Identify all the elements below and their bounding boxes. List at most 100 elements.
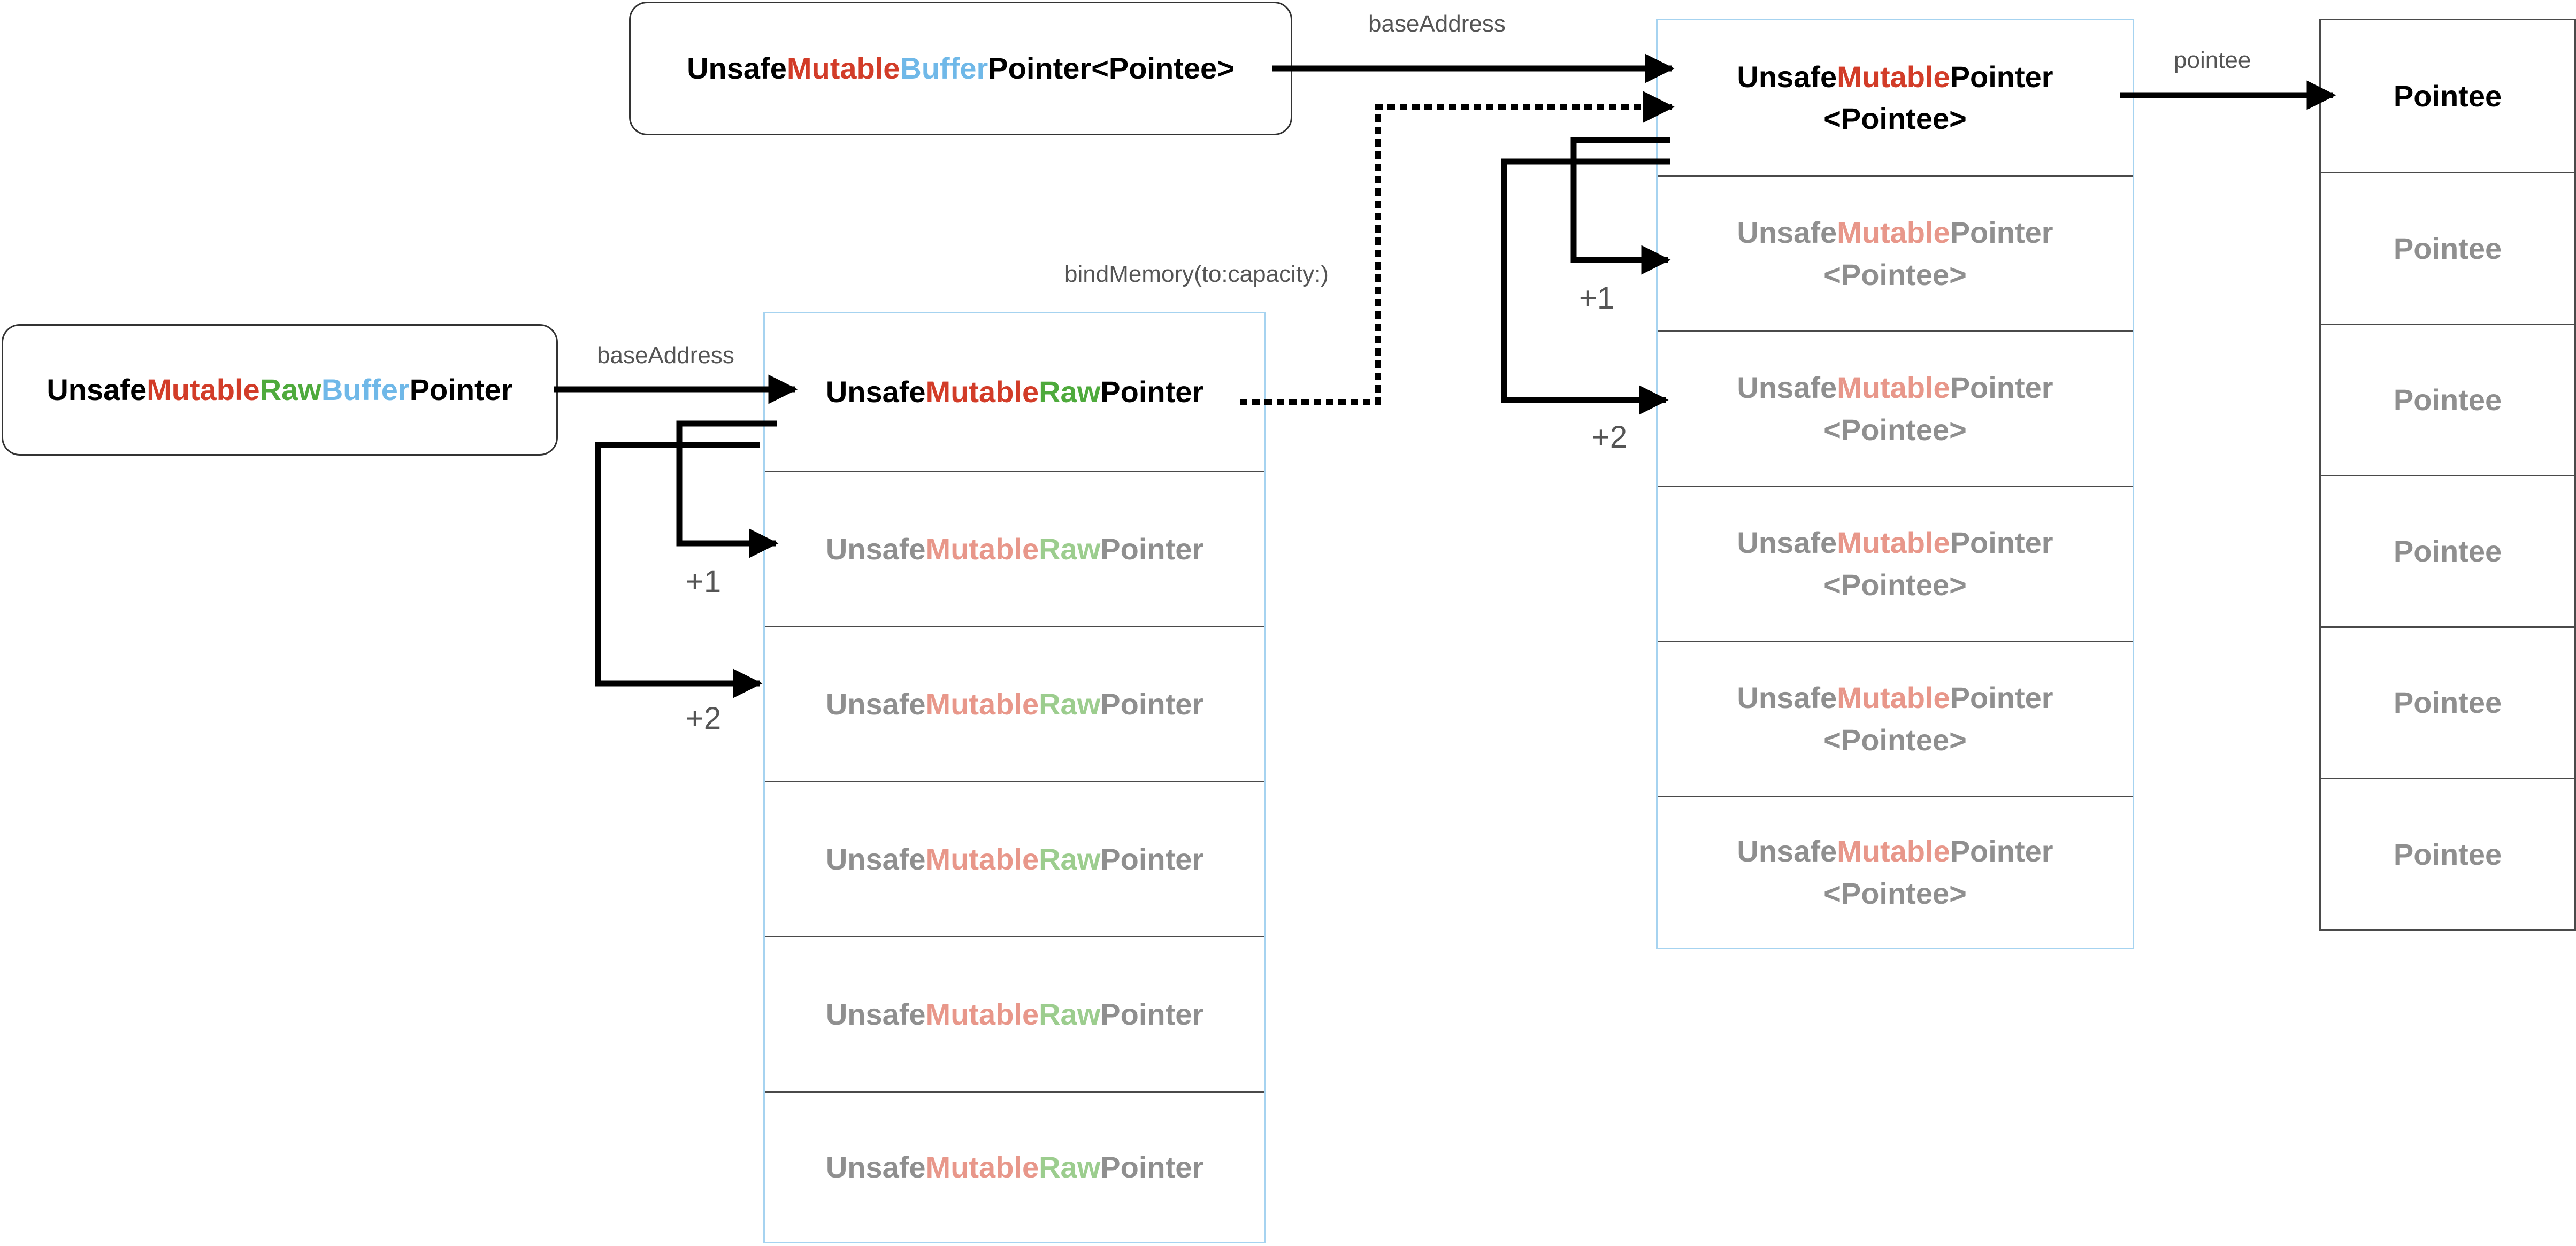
cell-seg-generic: <Pointee> xyxy=(1823,412,1967,447)
raw-pointer-cell: UnsafeMutableRawPointer xyxy=(765,626,1264,781)
typed-pointer-cell: UnsafeMutablePointer <Pointee> xyxy=(1658,796,2133,948)
cell-seg-unsafe: Unsafe xyxy=(825,687,926,721)
typed-pointer-cell: UnsafeMutablePointer <Pointee> xyxy=(1658,641,2133,796)
raw-plus-2-label: +2 xyxy=(686,701,722,736)
cell-seg-unsafe: Unsafe xyxy=(1737,681,1837,715)
typed-plus-1-arrow xyxy=(1570,137,1671,275)
base-address-left-label: baseAddress xyxy=(597,342,734,368)
cell-seg-mutable: Mutable xyxy=(925,997,1039,1031)
raw-pointer-cell: UnsafeMutableRawPointer xyxy=(765,313,1264,471)
cell-seg-raw: Raw xyxy=(1039,997,1101,1031)
pointee-cell: Pointee xyxy=(2321,626,2574,778)
cell-seg-pointer: Pointer xyxy=(1100,842,1204,876)
raw-plus-1-label: +1 xyxy=(686,564,722,599)
cell-seg-raw: Raw xyxy=(1039,375,1101,409)
cell-seg-pointer: Pointer xyxy=(1950,371,2053,405)
cell-seg-unsafe: Unsafe xyxy=(825,375,926,409)
typed-pointer-cell: UnsafeMutablePointer <Pointee> xyxy=(1658,486,2133,641)
pointee-cell: Pointee xyxy=(2321,20,2574,172)
raw-plus-2-arrow xyxy=(595,442,763,698)
buffer-pointer-seg-unsafe: Unsafe xyxy=(687,51,787,85)
cell-seg-generic: <Pointee> xyxy=(1823,876,1967,910)
cell-seg-mutable: Mutable xyxy=(1837,526,1950,560)
raw-buffer-seg-raw: Raw xyxy=(259,373,321,406)
typed-plus-2-arrow xyxy=(1501,158,1670,415)
cell-seg-pointer: Pointer xyxy=(1100,375,1204,409)
buffer-pointer-seg-pointer: Pointer<Pointee> xyxy=(988,51,1235,85)
cell-seg-unsafe: Unsafe xyxy=(825,997,926,1031)
raw-buffer-pointer-title: UnsafeMutableRawBufferPointer xyxy=(47,375,512,405)
cell-seg-pointer: Pointer xyxy=(1100,1150,1204,1184)
cell-seg-generic: <Pointee> xyxy=(1823,102,1967,135)
cell-seg-raw: Raw xyxy=(1039,687,1101,721)
raw-pointer-cell: UnsafeMutableRawPointer xyxy=(765,1091,1264,1242)
cell-seg-pointer: Pointer xyxy=(1100,687,1204,721)
raw-buffer-seg-unsafe: Unsafe xyxy=(47,373,147,406)
cell-seg-pointer: Pointer xyxy=(1100,997,1204,1031)
cell-seg-unsafe: Unsafe xyxy=(825,842,926,876)
cell-seg-mutable: Mutable xyxy=(925,375,1039,409)
cell-seg-unsafe: Unsafe xyxy=(1737,216,1837,250)
buffer-pointer-seg-buffer: Buffer xyxy=(900,51,988,85)
cell-seg-mutable: Mutable xyxy=(1837,59,1950,94)
cell-seg-pointer: Pointer xyxy=(1950,526,2053,560)
cell-seg-mutable: Mutable xyxy=(1837,216,1950,250)
pointee-cell-label: Pointee xyxy=(2393,231,2502,265)
cell-seg-generic: <Pointee> xyxy=(1823,567,1967,602)
cell-seg-unsafe: Unsafe xyxy=(825,532,926,566)
cell-seg-mutable: Mutable xyxy=(925,842,1039,876)
pointee-column: Pointee Pointee Pointee Pointee Pointee … xyxy=(2319,19,2576,931)
raw-buffer-pointer-box: UnsafeMutableRawBufferPointer xyxy=(2,324,558,456)
raw-buffer-seg-pointer: Pointer xyxy=(409,373,513,406)
raw-pointer-cell: UnsafeMutableRawPointer xyxy=(765,781,1264,936)
buffer-pointer-box: UnsafeMutableBufferPointer<Pointee> xyxy=(629,2,1292,135)
buffer-pointer-seg-mutable: Mutable xyxy=(786,51,900,85)
cell-seg-generic: <Pointee> xyxy=(1823,257,1967,291)
pointee-cell-label: Pointee xyxy=(2393,534,2502,568)
bind-memory-label: bindMemory(to:capacity:) xyxy=(1064,261,1329,287)
raw-buffer-seg-mutable: Mutable xyxy=(147,373,260,406)
cell-seg-raw: Raw xyxy=(1039,532,1101,566)
raw-pointer-cell: UnsafeMutableRawPointer xyxy=(765,936,1264,1091)
pointee-cell: Pointee xyxy=(2321,324,2574,475)
base-address-top-label: baseAddress xyxy=(1368,11,1506,37)
cell-seg-generic: <Pointee> xyxy=(1823,722,1967,757)
cell-seg-unsafe: Unsafe xyxy=(825,1150,926,1184)
cell-seg-mutable: Mutable xyxy=(1837,834,1950,868)
pointee-cell: Pointee xyxy=(2321,778,2574,929)
pointee-label: pointee xyxy=(2174,47,2251,73)
cell-seg-mutable: Mutable xyxy=(925,532,1039,566)
typed-pointer-cell: UnsafeMutablePointer <Pointee> xyxy=(1658,20,2133,175)
pointee-cell-label: Pointee xyxy=(2393,383,2502,417)
cell-seg-pointer: Pointer xyxy=(1950,681,2053,715)
typed-pointer-cell: UnsafeMutablePointer<Pointee> xyxy=(1658,330,2133,486)
cell-seg-mutable: Mutable xyxy=(925,1150,1039,1184)
pointee-cell-label: Pointee xyxy=(2393,837,2502,871)
bind-memory-arrow xyxy=(1240,91,1675,405)
cell-seg-unsafe: Unsafe xyxy=(1737,59,1837,94)
cell-seg-raw: Raw xyxy=(1039,842,1101,876)
typed-plus-2-label: +2 xyxy=(1592,420,1628,455)
cell-seg-pointer: Pointer xyxy=(1950,834,2053,868)
cell-seg-mutable: Mutable xyxy=(1837,371,1950,405)
typed-plus-1-label: +1 xyxy=(1579,281,1615,316)
cell-seg-pointer: Pointer xyxy=(1950,216,2053,250)
pointee-cell-label: Pointee xyxy=(2393,686,2502,719)
typed-pointer-cell: UnsafeMutablePointer <Pointee> xyxy=(1658,175,2133,330)
pointee-cell: Pointee xyxy=(2321,172,2574,324)
raw-pointer-cell: UnsafeMutableRawPointer xyxy=(765,471,1264,626)
cell-seg-unsafe: Unsafe xyxy=(1737,526,1837,560)
raw-buffer-seg-buffer: Buffer xyxy=(321,373,410,406)
cell-seg-unsafe: Unsafe xyxy=(1737,834,1837,868)
cell-seg-pointer: Pointer xyxy=(1100,532,1204,566)
cell-seg-mutable: Mutable xyxy=(1837,681,1950,715)
buffer-pointer-title: UnsafeMutableBufferPointer<Pointee> xyxy=(687,53,1235,83)
raw-pointer-column: UnsafeMutableRawPointer UnsafeMutableRaw… xyxy=(763,312,1266,1243)
pointee-cell-label: Pointee xyxy=(2393,79,2502,113)
pointee-cell: Pointee xyxy=(2321,475,2574,626)
typed-pointer-column: UnsafeMutablePointer<Pointee> UnsafeMuta… xyxy=(1656,19,2134,949)
cell-seg-pointer: Pointer xyxy=(1950,59,2053,94)
cell-seg-raw: Raw xyxy=(1039,1150,1101,1184)
